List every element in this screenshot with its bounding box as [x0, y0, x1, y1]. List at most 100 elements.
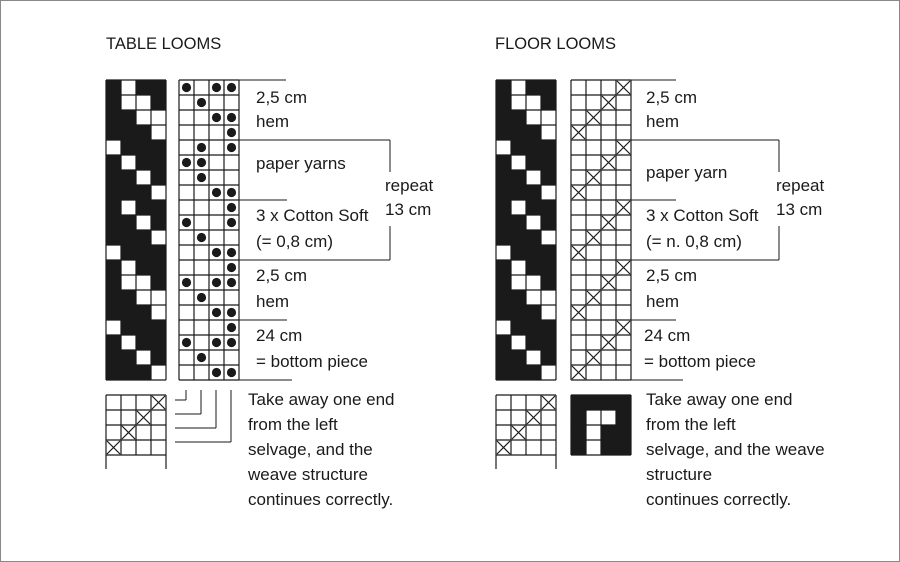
tieup-cross-mark: [586, 350, 601, 365]
tieup-cross-mark: [571, 305, 586, 320]
treadle-dot: [181, 277, 192, 288]
tieup-cross-mark: [601, 155, 616, 170]
cloth-cell: [511, 290, 526, 305]
label-cotton-soft: 3 x Cotton Soft: [256, 206, 369, 225]
cloth-cell: [496, 185, 511, 200]
cloth-cell: [526, 200, 541, 215]
cloth-cell: [496, 80, 511, 95]
label-repeat: repeat: [385, 176, 433, 195]
cloth-cell: [136, 125, 151, 140]
tieup-cross-mark: [571, 185, 586, 200]
tieup-cross-mark: [106, 440, 121, 455]
label-repeat: repeat: [776, 176, 824, 195]
treadle-dot: [211, 247, 222, 258]
cloth-cell: [106, 275, 121, 290]
label-hem-top: hem: [646, 112, 679, 131]
label-bottom-size: 24 cm: [256, 326, 302, 345]
cloth-cell: [136, 80, 151, 95]
treadle-dot: [181, 337, 192, 348]
treadle-dot: [226, 322, 237, 333]
treadle-dot: [196, 157, 207, 168]
note-line-4: structure: [646, 465, 712, 484]
cloth-cell: [106, 170, 121, 185]
cloth-cell: [151, 95, 166, 110]
cloth-cell: [541, 140, 556, 155]
tieup-cross-mark: [616, 140, 631, 155]
cloth-cell: [151, 245, 166, 260]
tieup-cross-mark: [601, 95, 616, 110]
cloth-cell: [136, 260, 151, 275]
tieup-cross-mark: [586, 290, 601, 305]
cloth-cell: [511, 320, 526, 335]
cloth-cell: [121, 350, 136, 365]
cloth-cell: [106, 305, 121, 320]
treadle-dot: [196, 97, 207, 108]
cloth-cell: [106, 80, 121, 95]
treadle-dot: [211, 112, 222, 123]
cloth-cell: [541, 260, 556, 275]
treadle-dot: [211, 367, 222, 378]
floor-looms-heading: FLOOR LOOMS: [495, 35, 616, 53]
tieup-cross-mark: [541, 395, 556, 410]
cloth-cell: [496, 335, 511, 350]
cloth-cell: [526, 305, 541, 320]
cloth-cell: [496, 365, 511, 380]
cloth-cell: [496, 215, 511, 230]
tieup-cross-mark: [601, 215, 616, 230]
floor-looms-labels: 2,5 cm hem paper yarn 3 x Cotton Soft (=…: [644, 88, 825, 509]
tieup-cross-mark: [616, 80, 631, 95]
treadle-dot: [226, 142, 237, 153]
cloth-cell: [151, 80, 166, 95]
cloth-cell: [136, 320, 151, 335]
cloth-cell: [121, 125, 136, 140]
cloth-cell: [106, 155, 121, 170]
cloth-cell: [106, 125, 121, 140]
treadle-dot: [226, 187, 237, 198]
treadle-dot: [196, 142, 207, 153]
cloth-cell: [121, 290, 136, 305]
cloth-cell: [121, 110, 136, 125]
cloth-cell: [496, 230, 511, 245]
cloth-cell: [136, 155, 151, 170]
weave-grids: [105, 79, 780, 469]
cloth-cell: [526, 140, 541, 155]
cloth-cell: [511, 125, 526, 140]
cloth-cell: [541, 320, 556, 335]
cloth-cell: [526, 335, 541, 350]
note-line-1: Take away one end: [646, 390, 793, 409]
cloth-cell: [496, 110, 511, 125]
tieup-cell: [586, 395, 601, 410]
cloth-cell: [511, 365, 526, 380]
treadle-dot: [211, 82, 222, 93]
cloth-cell: [526, 245, 541, 260]
cloth-cell: [511, 110, 526, 125]
cloth-cell: [496, 260, 511, 275]
label-paper-yarns: paper yarns: [256, 154, 346, 173]
label-bottom-size: 24 cm: [644, 326, 690, 345]
treadle-dot: [211, 307, 222, 318]
treadle-dot: [226, 262, 237, 273]
cloth-cell: [511, 170, 526, 185]
label-hem-bottom: hem: [256, 292, 289, 311]
treadle-dot: [226, 277, 237, 288]
cloth-cell: [136, 245, 151, 260]
cloth-cell: [121, 365, 136, 380]
treadle-dot: [211, 337, 222, 348]
note-line-1: Take away one end: [248, 390, 395, 409]
cloth-cell: [496, 95, 511, 110]
treadle-dot: [181, 217, 192, 228]
treadle-dot: [226, 307, 237, 318]
label-hem-top-size: 2,5 cm: [256, 88, 307, 107]
cloth-cell: [541, 275, 556, 290]
cloth-cell: [106, 185, 121, 200]
tieup-cell: [571, 395, 586, 410]
cloth-cell: [526, 260, 541, 275]
cloth-cell: [121, 305, 136, 320]
cloth-cell: [151, 170, 166, 185]
cloth-cell: [541, 350, 556, 365]
cloth-cell: [121, 185, 136, 200]
cloth-cell: [106, 95, 121, 110]
tieup-cross-mark: [571, 245, 586, 260]
note-line-2: from the left: [248, 415, 338, 434]
label-hem-bottom-size: 2,5 cm: [646, 266, 697, 285]
